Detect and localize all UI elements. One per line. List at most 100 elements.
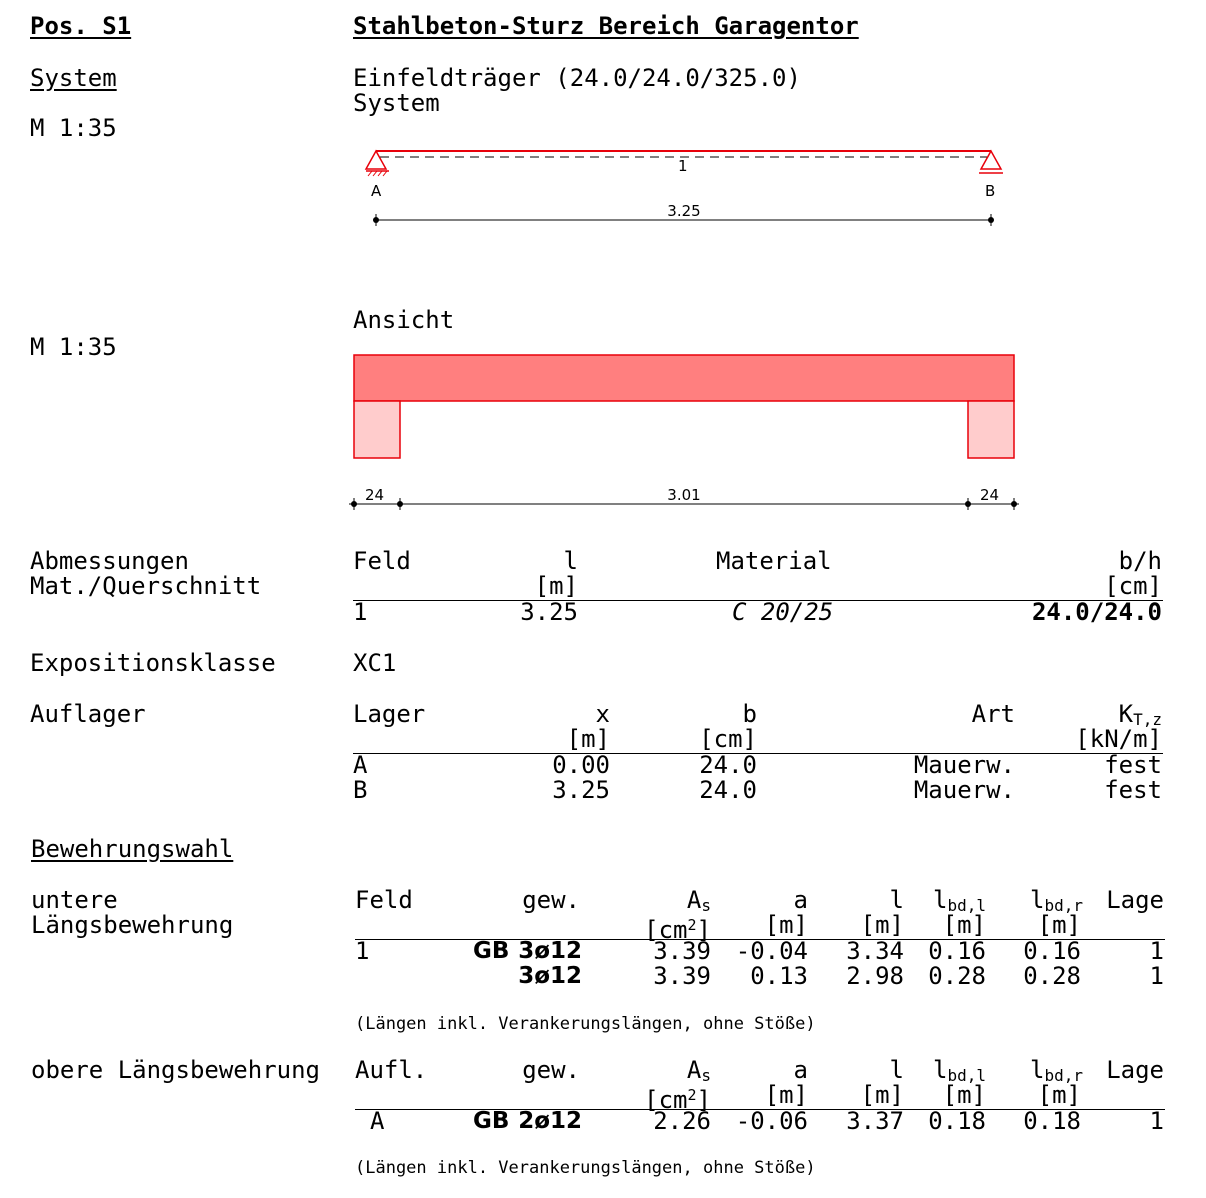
querschnitt-label: Mat./Querschnitt — [30, 572, 262, 600]
col-lbdr-subscript: bd,r — [1044, 1066, 1083, 1085]
col-x: x — [595, 700, 610, 728]
col-feld: Feld — [353, 547, 411, 575]
cell-a-u2: 0.13 — [750, 962, 808, 990]
field-number: 1 — [678, 157, 688, 175]
col-a-u: a — [793, 886, 808, 914]
cell-x-a: 0.00 — [552, 751, 610, 779]
cell-a-u1: -0.04 — [735, 937, 808, 965]
table-rule — [353, 753, 1163, 754]
col-material: Material — [716, 547, 832, 575]
bewehrungswahl-heading: Bewehrungswahl — [31, 835, 234, 863]
col-lage-o: Lage — [1106, 1056, 1164, 1084]
col-lbdr-symbol: l — [1030, 886, 1045, 914]
obere-label: obere Längsbewehrung — [31, 1056, 320, 1084]
cell-k-a: fest — [1104, 751, 1162, 779]
col-lbdr-unit-o: [m] — [1037, 1081, 1081, 1109]
beam-view — [353, 354, 1015, 402]
support-view-right — [967, 400, 1015, 459]
dim-node — [351, 501, 357, 507]
col-lbdr-subscript: bd,r — [1044, 896, 1083, 915]
support-a-icon — [364, 149, 389, 177]
system-diagram — [364, 149, 1003, 226]
cell-as-u2: 3.39 — [653, 962, 711, 990]
cell-lbdl-u1: 0.16 — [928, 937, 986, 965]
cell-aufl-o1: A — [370, 1107, 385, 1135]
col-lage-u: Lage — [1106, 886, 1164, 914]
cell-b-b: 24.0 — [699, 776, 757, 804]
untere-note: (Längen inkl. Verankerungslängen, ohne S… — [355, 1014, 816, 1034]
cell-b-a: 24.0 — [699, 751, 757, 779]
cell-gb-u1: GB — [473, 938, 510, 964]
support-b-label: B — [985, 182, 996, 200]
dim-left-label: 24 — [365, 486, 385, 504]
span-length: 3.25 — [667, 202, 701, 220]
col-lbdr-u: lbd,r — [995, 887, 1083, 919]
system-scale: M 1:35 — [30, 114, 117, 142]
col-as-unit-o: [cm2] — [600, 1082, 711, 1113]
col-k-symbol: K — [1118, 700, 1134, 728]
col-k: KT,z — [1040, 701, 1162, 733]
position-label: Pos. S1 — [30, 12, 132, 40]
cell-lbdl-u2: 0.28 — [928, 962, 986, 990]
col-gew-o: gew. — [522, 1056, 580, 1084]
col-as-o: As — [600, 1057, 711, 1089]
cell-lage-o1: 1 — [1149, 1107, 1164, 1135]
cell-art-a: Mauerw. — [913, 751, 1015, 779]
system-description: Einfeldträger (24.0/24.0/325.0) — [353, 64, 801, 92]
col-as-subscript: s — [701, 1066, 711, 1085]
cell-lager-b: B — [353, 776, 368, 804]
unit-text: [cm — [644, 916, 688, 944]
col-as-symbol: A — [686, 886, 702, 914]
unit-text: [cm — [644, 1086, 688, 1114]
abmessungen-label: Abmessungen — [30, 547, 189, 575]
cell-lbdl-o1: 0.18 — [928, 1107, 986, 1135]
cell-l-u1: 3.34 — [846, 937, 904, 965]
col-as-unit-u: [cm2] — [600, 912, 711, 943]
ansicht-label: Ansicht — [353, 306, 455, 334]
exposition-label: Expositionsklasse — [30, 649, 276, 677]
obere-note: (Längen inkl. Verankerungslängen, ohne S… — [355, 1158, 816, 1178]
col-l-unit: [m] — [534, 572, 578, 600]
cell-as-u1: 3.39 — [653, 937, 711, 965]
col-art: Art — [971, 700, 1015, 728]
cell-lage-u2: 1 — [1149, 962, 1164, 990]
col-as-subscript: s — [701, 896, 711, 915]
col-l-u: l — [889, 886, 904, 914]
cell-gew-u1: 3ø12 — [518, 938, 582, 964]
col-lbdl-u: lbd,l — [900, 887, 986, 919]
unit-close: ] — [696, 1086, 711, 1114]
cell-art-b: Mauerw. — [913, 776, 1015, 804]
cell-lbdr-o1: 0.18 — [1023, 1107, 1081, 1135]
support-view-left — [353, 400, 401, 459]
col-a-o: a — [793, 1056, 808, 1084]
col-a-unit-o: [m] — [764, 1081, 808, 1109]
col-k-unit: [kN/m] — [1075, 725, 1162, 753]
col-b: b — [742, 700, 757, 728]
table-rule — [353, 600, 1163, 601]
col-l: l — [563, 547, 578, 575]
cell-feld-u1: 1 — [355, 937, 370, 965]
col-a-unit-u: [m] — [764, 911, 808, 939]
cell-l: 3.25 — [520, 598, 578, 626]
col-lbdr-unit-u: [m] — [1037, 911, 1081, 939]
cell-x-b: 3.25 — [552, 776, 610, 804]
col-as-symbol: A — [686, 1056, 702, 1084]
col-lbdl-symbol: l — [933, 1056, 948, 1084]
col-bh: b/h — [1118, 547, 1162, 575]
dim-node — [965, 501, 971, 507]
dim-node — [988, 217, 994, 223]
cell-lbdr-u2: 0.28 — [1023, 962, 1081, 990]
col-lbdr-symbol: l — [1030, 1056, 1045, 1084]
col-lager: Lager — [353, 700, 426, 728]
dim-node — [397, 501, 403, 507]
col-as-u: As — [600, 887, 711, 919]
cell-gb-o1: GB — [473, 1108, 510, 1134]
cell-a-o1: -0.06 — [735, 1107, 808, 1135]
cell-lbdr-u1: 0.16 — [1023, 937, 1081, 965]
col-gew-u: gew. — [522, 886, 580, 914]
col-lbdl-o: lbd,l — [900, 1057, 986, 1089]
dim-node — [373, 217, 379, 223]
cell-lager-a: A — [353, 751, 368, 779]
